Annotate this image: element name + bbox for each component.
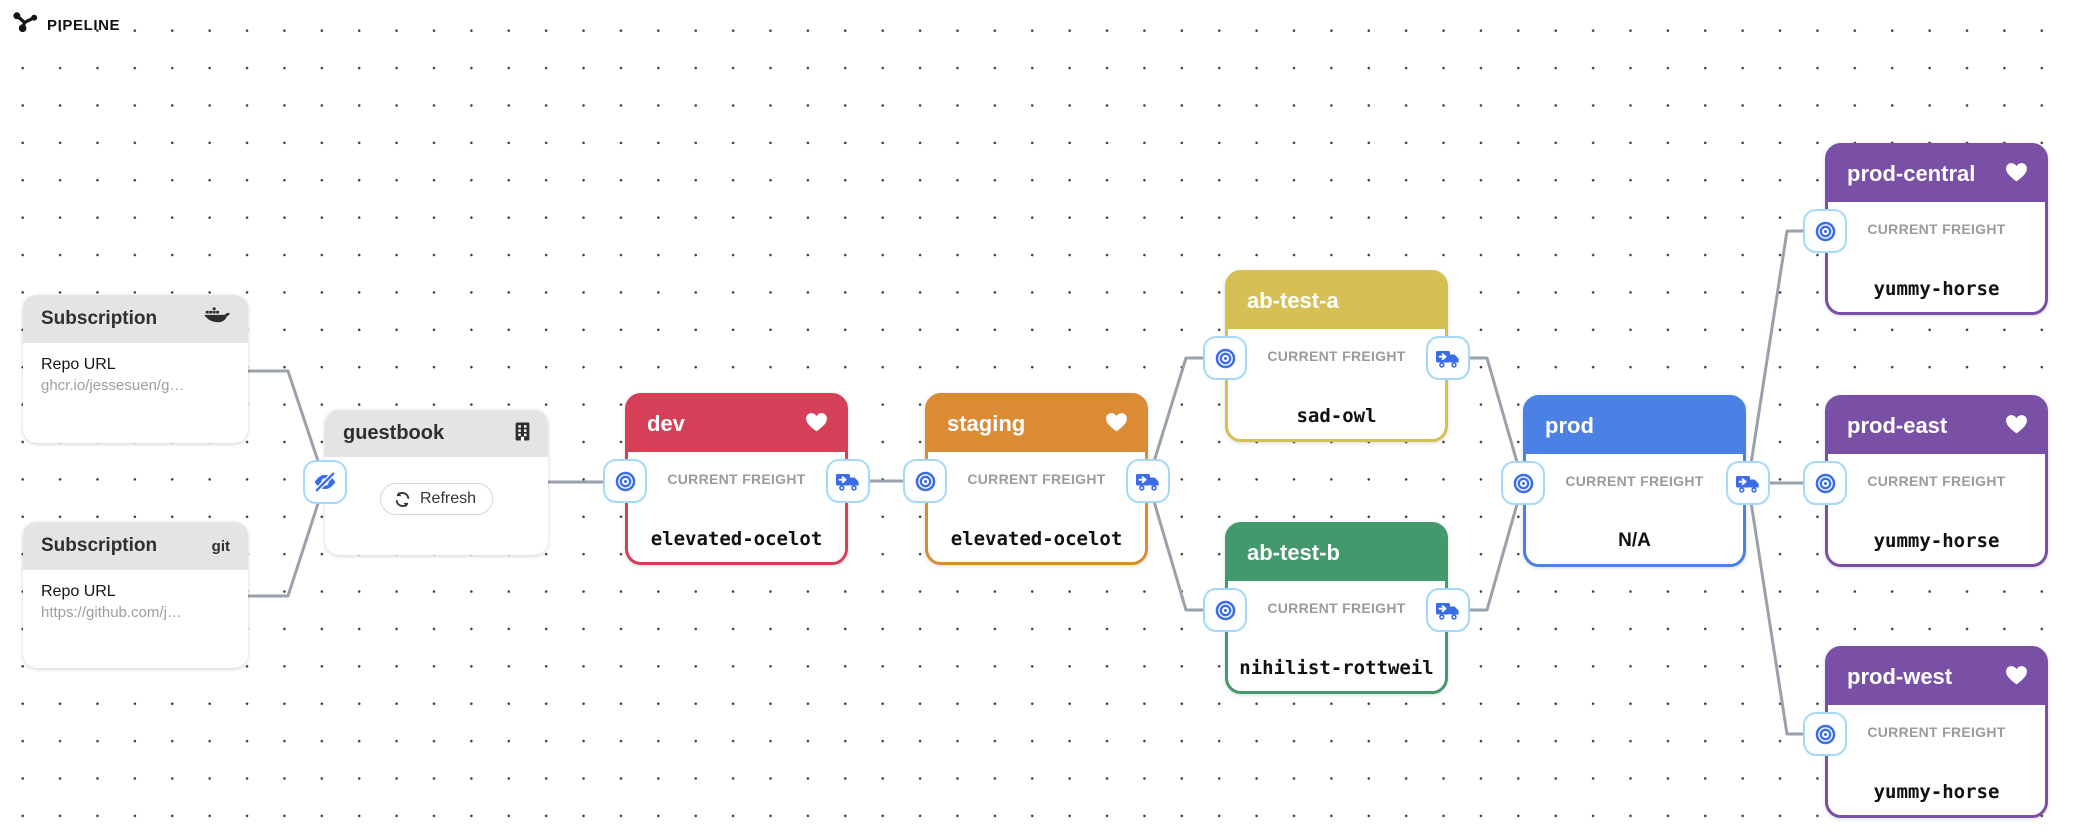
stage-header: prod-central xyxy=(1828,146,2045,202)
subscription-node-git[interactable]: Subscription git Repo URL https://github… xyxy=(23,522,248,668)
bullseye-target-icon xyxy=(1214,347,1237,370)
subscription-header: Subscription xyxy=(23,295,248,343)
warehouse-header: guestbook xyxy=(325,410,548,457)
truck-arrow-right-icon xyxy=(1435,599,1462,622)
docker-icon xyxy=(204,306,230,332)
freight-name: sad-owl xyxy=(1296,405,1377,427)
warehouse-building-icon xyxy=(515,422,530,446)
freight-name: elevated-ocelot xyxy=(650,528,823,550)
target-badge-prod-central[interactable] xyxy=(1803,209,1847,253)
current-freight-label: CURRENT FREIGHT xyxy=(1867,473,2006,489)
bullseye-target-icon xyxy=(914,470,937,493)
bullseye-target-icon xyxy=(1814,723,1837,746)
freight-name: nihilist-rottweil xyxy=(1239,657,1434,679)
favorite-heart-icon[interactable] xyxy=(2004,160,2029,188)
bullseye-target-icon xyxy=(1814,220,1837,243)
target-badge-prod[interactable] xyxy=(1501,461,1545,505)
subscription-title: Subscription xyxy=(41,308,158,329)
repo-url-label: Repo URL xyxy=(41,356,116,373)
subscription-body: Repo URL ghcr.io/jessesuen/g… xyxy=(23,343,248,407)
current-freight-label: CURRENT FREIGHT xyxy=(667,471,806,487)
target-badge-prod-east[interactable] xyxy=(1803,461,1847,505)
truck-arrow-right-icon xyxy=(1435,347,1462,370)
eye-slash-icon xyxy=(313,470,337,494)
subscription-node-image[interactable]: Subscription Repo URL ghcr.io/jessesuen/… xyxy=(23,295,248,443)
favorite-heart-icon[interactable] xyxy=(804,410,829,438)
truck-badge-staging[interactable] xyxy=(1126,459,1170,503)
freight-name: N/A xyxy=(1618,530,1651,551)
stage-node-prod-central[interactable]: prod-central CURRENT FREIGHT yummy-horse xyxy=(1825,143,2048,315)
stage-header: ab-test-b xyxy=(1228,525,1445,581)
stage-name: ab-test-a xyxy=(1247,288,1339,313)
truck-arrow-right-icon xyxy=(835,470,862,493)
subscription-title: Subscription xyxy=(41,535,158,556)
stage-name: ab-test-b xyxy=(1247,540,1340,565)
refresh-button[interactable]: Refresh xyxy=(379,483,494,515)
pipeline-nodes-icon xyxy=(12,10,39,40)
current-freight-label: CURRENT FREIGHT xyxy=(967,471,1106,487)
stage-name: prod xyxy=(1545,413,1594,438)
freight-name: yummy-horse xyxy=(1873,530,2000,552)
favorite-heart-icon[interactable] xyxy=(1104,410,1129,438)
bullseye-target-icon xyxy=(1814,472,1837,495)
stage-name: prod-central xyxy=(1847,161,1976,186)
current-freight-label: CURRENT FREIGHT xyxy=(1867,724,2006,740)
stage-header: dev xyxy=(628,396,845,452)
stage-header: prod-west xyxy=(1828,649,2045,705)
refresh-button-label: Refresh xyxy=(419,490,477,507)
freight-name: elevated-ocelot xyxy=(950,528,1123,550)
bullseye-target-icon xyxy=(614,470,637,493)
freight-name: yummy-horse xyxy=(1873,781,2000,803)
current-freight-label: CURRENT FREIGHT xyxy=(1565,473,1704,489)
stage-node-dev[interactable]: dev CURRENT FREIGHT elevated-ocelot xyxy=(625,393,848,565)
stage-node-ab-test-b[interactable]: ab-test-b CURRENT FREIGHT nihilist-rottw… xyxy=(1225,522,1448,694)
target-badge-dev[interactable] xyxy=(603,459,647,503)
stage-name: prod-east xyxy=(1847,413,1948,438)
truck-badge-ab-test-b[interactable] xyxy=(1426,588,1470,632)
target-badge-prod-west[interactable] xyxy=(1803,712,1847,756)
repo-url-value: https://github.com/j… xyxy=(41,604,182,621)
favorite-heart-icon[interactable] xyxy=(2004,412,2029,440)
subscription-body: Repo URL https://github.com/j… xyxy=(23,570,248,634)
repo-url-label: Repo URL xyxy=(41,583,116,600)
stage-header: staging xyxy=(928,396,1145,452)
truck-arrow-right-icon xyxy=(1135,470,1162,493)
bullseye-target-icon xyxy=(1214,599,1237,622)
bullseye-target-icon xyxy=(1512,472,1535,495)
stage-node-prod[interactable]: prod CURRENT FREIGHT N/A xyxy=(1523,395,1746,567)
repo-url-value: ghcr.io/jessesuen/g… xyxy=(41,377,185,394)
stage-name: staging xyxy=(947,411,1026,436)
warehouse-name: guestbook xyxy=(343,422,445,444)
stage-node-staging[interactable]: staging CURRENT FREIGHT elevated-ocelot xyxy=(925,393,1148,565)
stage-header: prod-east xyxy=(1828,398,2045,454)
favorite-heart-icon[interactable] xyxy=(2004,663,2029,691)
truck-badge-prod[interactable] xyxy=(1726,461,1770,505)
stage-node-prod-east[interactable]: prod-east CURRENT FREIGHT yummy-horse xyxy=(1825,395,2048,567)
current-freight-label: CURRENT FREIGHT xyxy=(1267,600,1406,616)
current-freight-label: CURRENT FREIGHT xyxy=(1267,348,1406,364)
stage-header: ab-test-a xyxy=(1228,273,1445,329)
stage-name: dev xyxy=(647,411,685,436)
target-badge-ab-test-b[interactable] xyxy=(1203,588,1247,632)
eye-slash-badge[interactable] xyxy=(303,460,347,504)
subscription-header: Subscription git xyxy=(23,522,248,570)
current-freight-label: CURRENT FREIGHT xyxy=(1867,221,2006,237)
pipeline-header: PIPELINE xyxy=(12,10,120,40)
truck-badge-ab-test-a[interactable] xyxy=(1426,336,1470,380)
target-badge-ab-test-a[interactable] xyxy=(1203,336,1247,380)
freight-name: yummy-horse xyxy=(1873,278,2000,300)
stage-node-prod-west[interactable]: prod-west CURRENT FREIGHT yummy-horse xyxy=(1825,646,2048,818)
refresh-icon xyxy=(394,491,411,508)
truck-badge-dev[interactable] xyxy=(826,459,870,503)
warehouse-node-guestbook[interactable]: guestbook xyxy=(325,410,548,555)
stage-name: prod-west xyxy=(1847,664,1953,689)
target-badge-staging[interactable] xyxy=(903,459,947,503)
git-label: git xyxy=(211,537,230,555)
truck-arrow-right-icon xyxy=(1735,472,1762,495)
stage-header: prod xyxy=(1526,398,1743,454)
stage-node-ab-test-a[interactable]: ab-test-a CURRENT FREIGHT sad-owl xyxy=(1225,270,1448,442)
page-title: PIPELINE xyxy=(47,16,121,34)
